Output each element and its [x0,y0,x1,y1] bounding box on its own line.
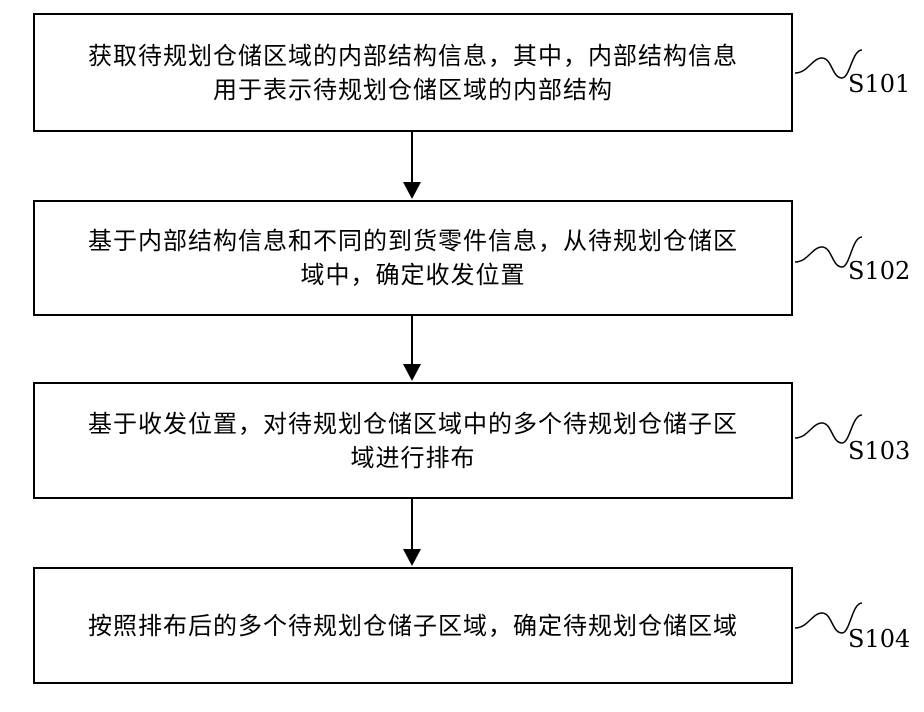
step-text-s102: 基于内部结构信息和不同的到货零件信息，从待规划仓储区 域中，确定收发位置 [35,224,791,292]
arrow-s101-to-s102 [403,132,421,199]
step-text-line: 用于表示待规划仓储区域的内部结构 [41,73,785,107]
arrow-s102-to-s103 [403,316,421,381]
step-label-s102: S102 [848,257,910,285]
step-text-line: 基于收发位置，对待规划仓储区域中的多个待规划仓储子区 [41,407,785,441]
step-label-s104: S104 [848,625,910,653]
step-text-s101: 获取待规划仓储区域的内部结构信息，其中，内部结构信息 用于表示待规划仓储区域的内… [35,39,791,107]
step-label-s103: S103 [848,437,910,465]
step-box-s101: 获取待规划仓储区域的内部结构信息，其中，内部结构信息 用于表示待规划仓储区域的内… [33,13,793,132]
step-text-s104: 按照排布后的多个待规划仓储子区域，确定待规划仓储区域 [35,609,791,643]
step-text-line: 基于内部结构信息和不同的到货零件信息，从待规划仓储区 [41,224,785,258]
step-label-s101: S101 [848,70,910,98]
step-text-line: 按照排布后的多个待规划仓储子区域，确定待规划仓储区域 [41,609,785,643]
step-text-s103: 基于收发位置，对待规划仓储区域中的多个待规划仓储子区 域进行排布 [35,407,791,475]
arrow-s103-to-s104 [403,499,421,566]
step-box-s104: 按照排布后的多个待规划仓储子区域，确定待规划仓储区域 [33,567,793,684]
step-text-line: 域进行排布 [41,441,785,475]
step-text-line: 获取待规划仓储区域的内部结构信息，其中，内部结构信息 [41,39,785,73]
step-box-s102: 基于内部结构信息和不同的到货零件信息，从待规划仓储区 域中，确定收发位置 [33,200,793,316]
step-box-s103: 基于收发位置，对待规划仓储区域中的多个待规划仓储子区 域进行排布 [33,382,793,499]
step-text-line: 域中，确定收发位置 [41,258,785,292]
